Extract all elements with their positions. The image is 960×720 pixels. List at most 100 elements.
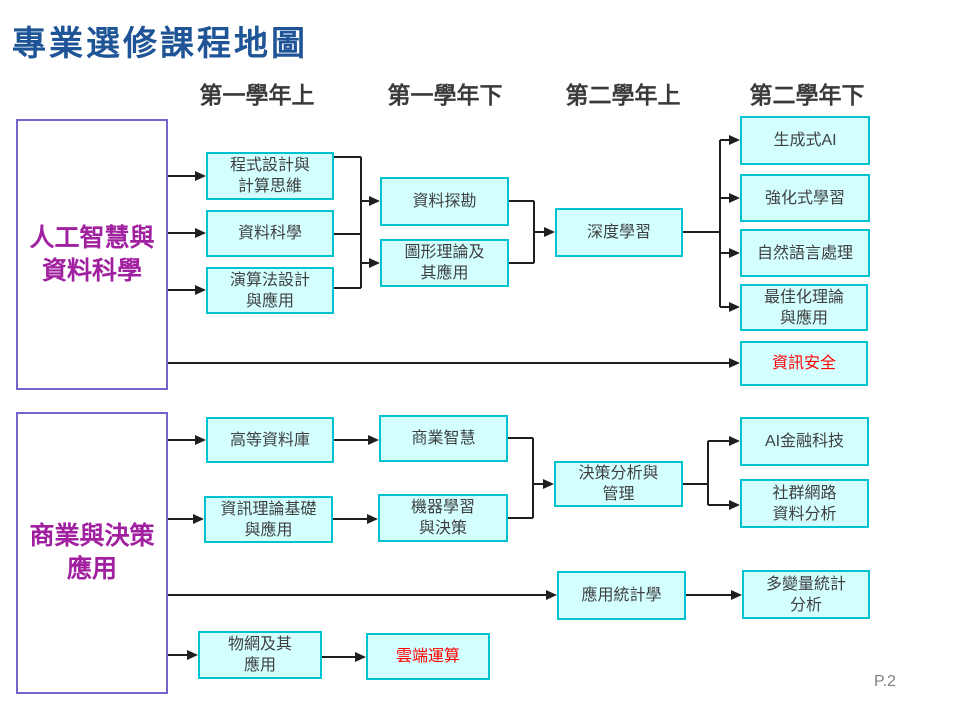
- arrowhead-icon: [367, 513, 378, 524]
- course-ml-decision: 機器學習與決策: [378, 494, 508, 542]
- course-advanced-database: 高等資料庫: [206, 417, 334, 463]
- arrowhead-icon: [729, 435, 740, 446]
- flow-line: [719, 140, 721, 307]
- course-iot: 物網及其應用: [198, 631, 322, 679]
- flow-line: [334, 287, 361, 289]
- course-label-line: 深度學習: [586, 224, 651, 241]
- course-ai-fintech: AI金融科技: [740, 417, 869, 466]
- arrowhead-icon: [729, 192, 740, 203]
- course-label-line: 物網及其: [227, 636, 292, 653]
- flow-line: [361, 200, 371, 202]
- flow-line: [360, 157, 362, 288]
- course-nlp: 自然語言處理: [740, 229, 870, 277]
- course-reinforcement-learning: 強化式學習: [740, 174, 870, 222]
- course-business-intelligence: 商業智慧: [379, 415, 508, 462]
- course-label-line: 資料分析: [772, 505, 837, 523]
- course-label-line: 多變量統計: [765, 575, 846, 593]
- course-label-line: 與應用: [245, 292, 294, 310]
- course-social-network: 社群網路資料分析: [740, 479, 869, 528]
- course-label-line: 資料探勘: [412, 193, 477, 210]
- course-label-line: 資訊安全: [771, 355, 836, 372]
- track-box-business-decision: 商業與決策應用: [16, 412, 168, 694]
- flow-line: [533, 201, 535, 263]
- course-label-line: 自然語言處理: [756, 244, 853, 262]
- flow-line: [534, 231, 546, 233]
- track-box-ai-data-science: 人工智慧與資料科學: [16, 119, 168, 390]
- course-data-science: 資料科學: [206, 210, 334, 257]
- flow-line: [333, 518, 369, 520]
- flow-line: [708, 440, 731, 442]
- course-label-line: 演算法設計: [229, 271, 310, 289]
- flow-line: [509, 200, 534, 202]
- flow-line: [168, 362, 731, 364]
- arrowhead-icon: [546, 589, 557, 600]
- flow-line: [168, 232, 197, 234]
- flow-line: [686, 594, 733, 596]
- flow-line: [533, 483, 545, 485]
- course-label-line: 圖形理論及: [404, 244, 485, 261]
- column-header-year2-sem2: 第二學年下: [749, 82, 865, 108]
- arrowhead-icon: [729, 499, 740, 510]
- flow-line: [509, 262, 534, 264]
- flow-line: [720, 197, 731, 199]
- flow-line: [322, 656, 357, 658]
- arrowhead-icon: [195, 284, 206, 295]
- course-cloud-computing: 雲端運算: [366, 633, 490, 680]
- arrowhead-icon: [369, 257, 380, 268]
- flow-line: [168, 654, 189, 656]
- course-label-line: 資訊理論基礎: [220, 500, 317, 518]
- course-label-line: 管理: [602, 486, 635, 503]
- course-label-line: 分析: [789, 596, 822, 614]
- course-label-line: 與應用: [244, 521, 293, 539]
- flow-line: [334, 156, 361, 158]
- course-algorithm-design: 演算法設計與應用: [206, 267, 334, 314]
- arrowhead-icon: [195, 434, 206, 445]
- flow-line: [168, 175, 197, 177]
- flow-line: [707, 441, 709, 505]
- track-label-line: 應用: [66, 555, 117, 583]
- course-label-line: 程式設計與: [229, 157, 310, 174]
- flow-line: [168, 289, 197, 291]
- course-label-line: 資料科學: [237, 225, 302, 242]
- course-label-line: 最佳化理論: [763, 288, 844, 306]
- course-label-line: 其應用: [420, 265, 469, 282]
- arrowhead-icon: [729, 357, 740, 368]
- course-label-line: AI金融科技: [764, 433, 845, 450]
- arrowhead-icon: [729, 301, 740, 312]
- course-label-line: 與決策: [418, 520, 467, 537]
- course-label-line: 強化式學習: [764, 189, 845, 207]
- flow-line: [720, 139, 731, 141]
- flow-line: [168, 594, 548, 596]
- flow-line: [168, 439, 197, 441]
- course-label-line: 商業智慧: [411, 430, 476, 447]
- arrowhead-icon: [544, 226, 555, 237]
- flow-line: [720, 252, 731, 254]
- course-label-line: 生成式AI: [773, 132, 837, 149]
- course-label-line: 應用: [243, 657, 276, 674]
- course-deep-learning: 深度學習: [555, 208, 683, 257]
- arrowhead-icon: [355, 651, 366, 662]
- arrowhead-icon: [195, 170, 206, 181]
- course-optimization: 最佳化理論與應用: [740, 284, 868, 331]
- column-header-year2-sem1: 第二學年上: [565, 82, 681, 108]
- arrowhead-icon: [187, 649, 198, 660]
- page-number: P.2: [874, 673, 896, 690]
- course-label-line: 應用統計學: [581, 587, 662, 604]
- course-applied-statistics: 應用統計學: [557, 571, 686, 620]
- course-label-line: 與應用: [779, 309, 828, 327]
- track-label-line: 資料科學: [41, 256, 142, 285]
- course-label-line: 社群網路: [772, 484, 837, 502]
- flow-line: [683, 231, 720, 233]
- arrowhead-icon: [368, 434, 379, 445]
- course-graph-theory: 圖形理論及其應用: [380, 239, 509, 287]
- course-decision-analysis: 決策分析與管理: [554, 461, 683, 507]
- course-information-theory: 資訊理論基礎與應用: [204, 496, 333, 543]
- flow-line: [334, 233, 361, 235]
- column-header-year1-sem1: 第一學年上: [199, 82, 315, 108]
- track-label: 人工智慧與資料科學: [29, 222, 154, 288]
- flow-line: [508, 517, 533, 519]
- course-label-line: 計算思維: [237, 178, 302, 195]
- arrowhead-icon: [729, 247, 740, 258]
